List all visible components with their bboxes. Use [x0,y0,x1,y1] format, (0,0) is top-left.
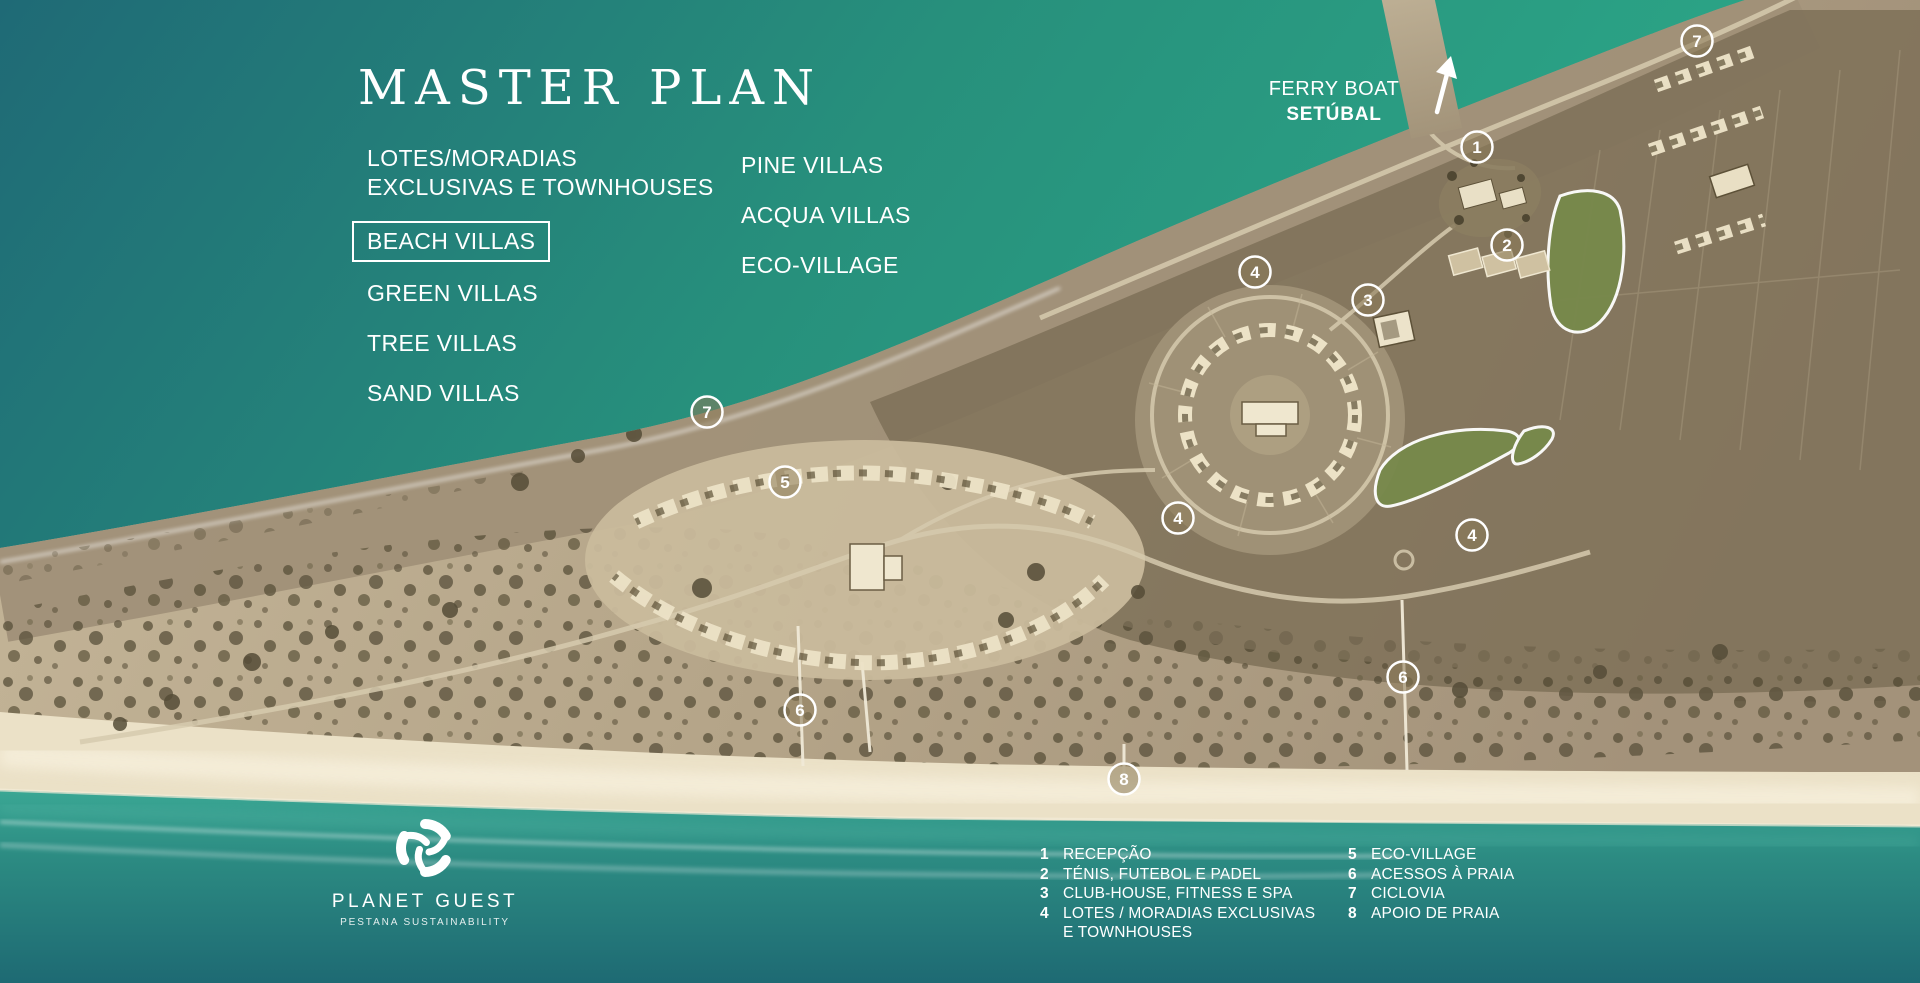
legend-item-label: RECEPÇÃO [1063,846,1152,863]
map-marker-2: 2 [1490,228,1524,262]
legend-item-label: CLUB-HOUSE, FITNESS E SPA [1063,885,1293,902]
legend-item-label: APOIO DE PRAIA [1371,904,1500,922]
svg-text:4: 4 [1173,509,1183,528]
legend-item-number: 1 [1040,846,1049,863]
vegetation-band-right [900,560,1920,702]
roads [79,0,1802,745]
legend-item-7: 7 CICLOVIA [1348,884,1514,904]
legend-item-number: 5 [1348,846,1357,863]
surf-foam [0,803,1920,879]
legend-item-number: 8 [1348,904,1357,922]
page-title: MASTER PLAN [358,60,822,116]
ring-plot-lines [1148,293,1392,537]
map-marker-7: 7 [1680,24,1714,58]
legend-item-2: 2 TÉNIS, FUTEBOL E PADEL [1040,865,1315,885]
vegetation-band-upper [0,465,560,585]
villa-menu-column1: LOTES/MORADIAS EXCLUSIVAS E TOWNHOUSES BE… [352,144,719,429]
map-marker-3: 3 [1351,283,1385,317]
map-marker-8: 8 [1107,762,1141,796]
legend-item-label-line2: E TOWNHOUSES [1063,924,1193,941]
map-marker-4: 4 [1238,255,1272,289]
map-marker-6: 6 [783,693,817,727]
legend-column2: 5 ECO-VILLAGE 6 ACESSOS À PRAIA 7 CICLOVIA 8 AP… [1348,845,1514,923]
beach-highlight [0,743,1920,811]
menu-item-beach-villas[interactable]: BEACH VILLAS [352,221,551,262]
logo-tagline: PESTANA SUSTAINABILITY [340,917,510,928]
svg-text:8: 8 [1119,770,1128,789]
legend-item-number: 6 [1348,865,1357,883]
up-arrow-icon [1434,56,1457,115]
svg-text:6: 6 [795,701,804,720]
villa-menu-column2: PINE VILLAS ACQUA VILLAS ECO-VILLAGE [741,151,911,301]
swirl-icon [396,818,451,878]
surf-line [0,286,1061,564]
menu-item-tree-villas[interactable]: TREE VILLAS [367,330,518,356]
legend-item-5: 5 ECO-VILLAGE [1348,845,1514,865]
map-marker-4: 4 [1161,501,1195,535]
ferry-destination-text: SETÚBAL [1286,104,1382,125]
menu-item-eco-village[interactable]: ECO-VILLAGE [741,252,899,278]
ferry-label: FERRY BOAT SETÚBAL [1252,78,1416,126]
map-marker-1: 1 [1460,130,1494,164]
legend-item-number: 7 [1348,885,1357,902]
svg-text:4: 4 [1250,263,1260,282]
svg-text:7: 7 [1692,32,1701,51]
legend-item-number: 3 [1040,885,1049,902]
svg-text:5: 5 [780,473,789,492]
legend-item-label: ACESSOS À PRAIA [1371,865,1515,883]
legend-column1: 1 RECEPÇÃO 2 TÉNIS, FUTEBOL E PADEL 3 CLUB-HO… [1040,845,1315,943]
legend-item-label: CICLOVIA [1371,885,1445,902]
land-area [0,0,1920,826]
waterline [0,788,1920,828]
menu-item-green-villas[interactable]: GREEN VILLAS [367,280,538,306]
svg-text:7: 7 [702,403,711,422]
svg-text:1: 1 [1472,138,1481,157]
map-marker-4: 4 [1455,518,1489,552]
legend-item-number: 4 [1040,904,1049,922]
svg-text:4: 4 [1467,526,1477,545]
legend-item-number: 2 [1040,865,1049,883]
ferry-boat-text: FERRY BOAT [1268,78,1400,100]
menu-item-acqua-villas[interactable]: ACQUA VILLAS [741,202,911,228]
legend-item-label: LOTES / MORADIAS EXCLUSIVAS [1063,904,1316,922]
legend-item-4: 4 LOTES / MORADIAS EXCLUSIVAS [1040,904,1315,924]
menu-item-sand-villas[interactable]: SAND VILLAS [367,380,520,406]
svg-text:2: 2 [1502,236,1511,255]
logo-name: PLANET GUEST [331,891,519,912]
legend-item-label: TÉNIS, FUTEBOL E PADEL [1063,865,1262,883]
villa-ring-buildings [1178,323,1362,507]
eco-village-buildings [609,465,1110,671]
map-marker-6: 6 [1386,660,1420,694]
club-house-building [1372,309,1416,349]
menu-item-lotes-moradias-exclusivas-e-townhouses[interactable]: LOTES/MORADIAS EXCLUSIVAS E TOWNHOUSES [367,145,714,200]
svg-text:3: 3 [1363,291,1372,310]
svg-text:6: 6 [1398,668,1407,687]
legend-item-label: ECO-VILLAGE [1371,846,1477,863]
menu-item-pine-villas[interactable]: PINE VILLAS [741,152,884,178]
map-marker-5: 5 [768,465,802,499]
legend-item-3: 3 CLUB-HOUSE, FITNESS E SPA [1040,884,1315,904]
legend-item-8: 8 APOIO DE PRAIA [1348,904,1514,924]
map-markers: 7 1 2 3 4 4 4 7 5 6 6 8 [690,24,1714,796]
townhouse-rows [1647,43,1766,255]
legend-item-6: 6 ACESSOS À PRAIA [1348,865,1514,885]
development-fields [870,10,1920,694]
map-marker-7: 7 [690,395,724,429]
planet-guest-logo: PLANET GUEST PESTANA SUSTAINABILITY [308,818,542,928]
legend-item-1: 1 RECEPÇÃO [1040,845,1315,865]
